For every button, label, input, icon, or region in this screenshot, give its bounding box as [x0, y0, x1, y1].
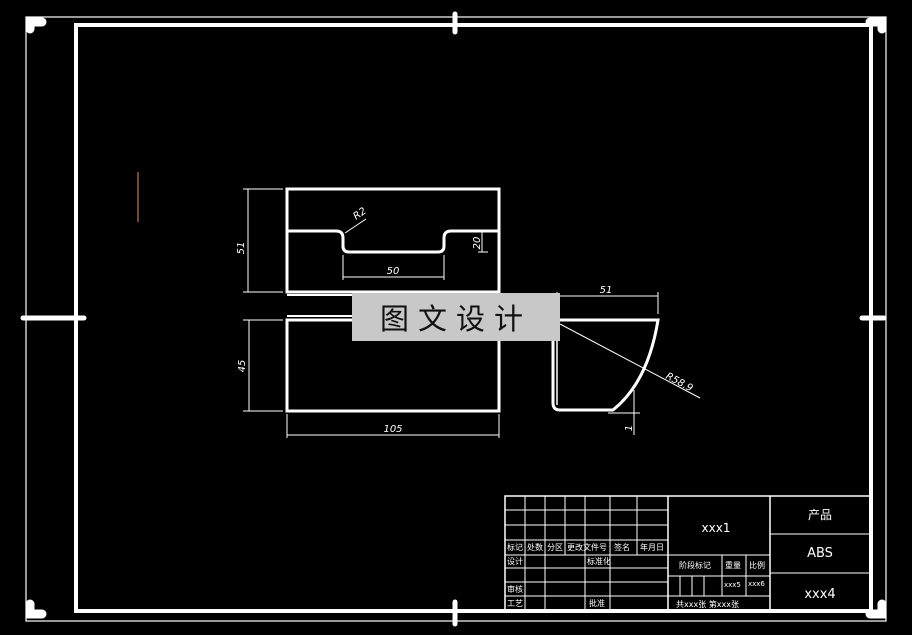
front-view: [243, 187, 501, 296]
dim-side-width-label: 51: [600, 285, 613, 296]
watermark-text: 图文设计: [379, 302, 532, 336]
stage-label: 阶段标记: [679, 560, 711, 570]
drawing-number: xxx1: [702, 521, 731, 535]
watermark: 图文设计: [352, 293, 560, 341]
dim-slot-width-label: 50: [387, 266, 400, 277]
dim-front-height: [243, 188, 283, 293]
header-change-doc: 更改文件号: [567, 542, 607, 552]
weight-value: xxx5: [724, 581, 741, 589]
sheets-text: 共xxx张 第xxx张: [676, 599, 739, 609]
weight-label: 重量: [725, 560, 741, 570]
dim-slot-depth-label: 20: [472, 237, 483, 250]
dim-side-thickness: [608, 390, 640, 435]
dim-side-radius-label: R58.9: [664, 371, 695, 394]
dim-front-height-label: 51: [236, 242, 247, 255]
header-date: 年月日: [640, 542, 664, 552]
front-view-outline: [285, 187, 501, 294]
title-block: [504, 495, 872, 612]
header-zone: 分区: [547, 543, 563, 552]
dim-fillet-leader: [344, 218, 367, 234]
side-view-outline: [551, 318, 660, 412]
dim-side-radius-leader: [559, 323, 701, 399]
scale-value: xxx6: [748, 580, 765, 588]
front-view-slot: [287, 229, 499, 254]
dim-bottom-height: [243, 319, 283, 412]
dim-side-thickness-label: 1: [624, 425, 635, 431]
row-standard-label: 标准化: [587, 556, 611, 566]
dim-bottom-width-label: 105: [383, 424, 402, 435]
dim-bottom-width: [286, 414, 500, 438]
product-label: 产品: [808, 508, 832, 522]
dim-fillet-label: R2: [351, 206, 368, 223]
material: ABS: [807, 546, 833, 561]
scale-label: 比例: [749, 560, 765, 570]
dim-bottom-height-label: 45: [237, 360, 248, 373]
header-count: 处数: [527, 542, 543, 552]
dim-slot-depth: [478, 231, 488, 253]
company: xxx4: [804, 587, 835, 602]
header-mark: 标记: [507, 542, 523, 552]
corner-marks: [25, 17, 887, 619]
row-review-label: 审核: [507, 584, 523, 594]
centering-marks: [20, 11, 887, 627]
row-approve-label: 批准: [589, 598, 605, 608]
row-design-label: 设计: [507, 556, 523, 566]
header-signature: 签名: [614, 542, 630, 552]
side-view: [551, 292, 701, 435]
dim-slot-width: [342, 255, 445, 280]
row-process-label: 工艺: [507, 599, 523, 608]
